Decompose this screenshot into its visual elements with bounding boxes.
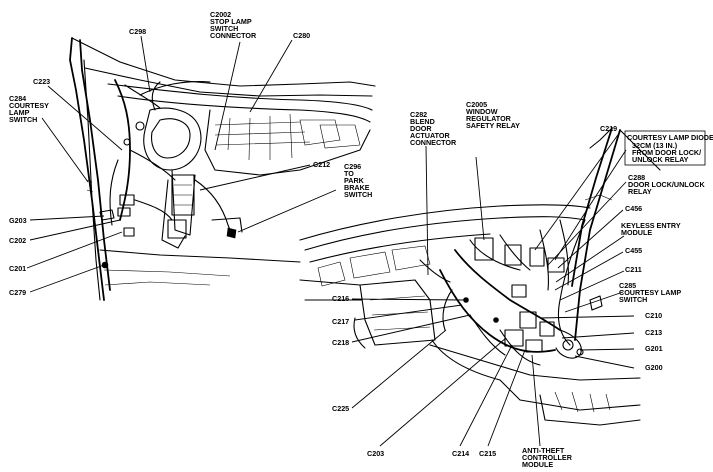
left-view-driver-underdash	[69, 37, 376, 301]
label-g203: G203	[9, 216, 27, 225]
label-c213: C213	[645, 328, 662, 337]
label-courtesy-lamp-diode-line3: FROM DOOR LOCK/	[632, 148, 701, 157]
label-keyless-entry-module: KEYLESS ENTRY	[621, 221, 681, 230]
label-c288-line2: DOOR LOCK/UNLOCK	[628, 180, 705, 189]
label-c282: C282	[410, 110, 427, 119]
right-view-passenger-underdash	[299, 127, 661, 426]
label-c456: C456	[625, 204, 642, 213]
label-c225: C225	[332, 404, 349, 413]
label-c296: C296	[344, 162, 361, 171]
label-courtesy-lamp-diode: COURTESY LAMP DIODE	[627, 133, 713, 142]
label-c284: C284	[9, 94, 26, 103]
courtesy-lamp-diode-callout-box	[624, 130, 706, 166]
label-c215: C215	[479, 449, 496, 458]
label-c211: C211	[625, 265, 642, 274]
label-c219: C219	[600, 124, 617, 133]
label-c298: C298	[129, 27, 146, 36]
label-g200: G200	[645, 363, 663, 372]
label-c2002-line3: SWITCH	[210, 24, 238, 33]
label-c284-line3: LAMP	[9, 108, 30, 117]
label-anti-theft-controller-module-line2: CONTROLLER	[522, 453, 573, 462]
label-c2005: C2005	[466, 100, 487, 109]
label-c218: C218	[332, 338, 349, 347]
label-c279: C279	[9, 288, 26, 297]
label-c285-line2: COURTESY LAMP	[619, 288, 681, 297]
label-c296-line2: TO	[344, 169, 354, 178]
label-c296-line3: PARK	[344, 176, 365, 185]
label-c2005-line4: SAFETY RELAY	[466, 121, 520, 130]
label-c284-line4: SWITCH	[9, 115, 37, 124]
label-c285-line3: SWITCH	[619, 295, 647, 304]
label-g201: G201	[645, 344, 663, 353]
label-c284-line2: COURTESY	[9, 101, 49, 110]
label-c288-line3: RELAY	[628, 187, 652, 196]
label-c202: C202	[9, 236, 26, 245]
label-c201: C201	[9, 264, 26, 273]
label-c282-line4: ACTUATOR	[410, 131, 450, 140]
label-courtesy-lamp-diode-line2: 32CM (13 IN.)	[632, 141, 678, 150]
label-c2002-line2: STOP LAMP	[210, 17, 252, 26]
callout-labels: C298 C2002 STOP LAMP SWITCH CONNECTOR C2…	[9, 10, 713, 469]
label-c2005-line3: REGULATOR	[466, 114, 512, 123]
label-c296-line4: BRAKE	[344, 183, 370, 192]
label-c288: C288	[628, 173, 645, 182]
label-c2005-line2: WINDOW	[466, 107, 498, 116]
label-c282-line5: CONNECTOR	[410, 138, 457, 147]
label-c216: C216	[332, 294, 349, 303]
label-c285: C285	[619, 281, 636, 290]
label-keyless-entry-module-line2: MODULE	[621, 228, 652, 237]
label-c217: C217	[332, 317, 349, 326]
label-c223: C223	[33, 77, 50, 86]
leader-lines	[26, 35, 635, 447]
label-c2002-line4: CONNECTOR	[210, 31, 257, 40]
label-c455: C455	[625, 246, 642, 255]
label-anti-theft-controller-module-line3: MODULE	[522, 460, 553, 469]
label-c2002: C2002	[210, 10, 231, 19]
label-courtesy-lamp-diode-line4: UNLOCK RELAY	[632, 155, 689, 164]
label-c210: C210	[645, 311, 662, 320]
label-c282-line2: BLEND	[410, 117, 435, 126]
label-c212: C212	[313, 160, 330, 169]
label-c280: C280	[293, 31, 310, 40]
label-c214: C214	[452, 449, 469, 458]
label-c296-line5: SWITCH	[344, 190, 372, 199]
label-anti-theft-controller-module: ANTI-THEFT	[522, 446, 565, 455]
label-c203: C203	[367, 449, 384, 458]
label-c282-line3: DOOR	[410, 124, 432, 133]
